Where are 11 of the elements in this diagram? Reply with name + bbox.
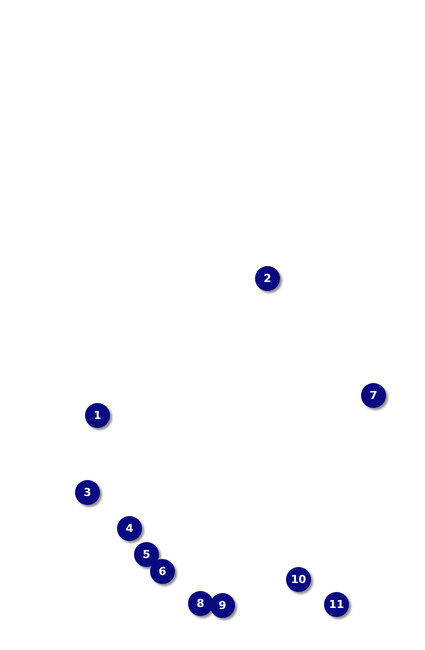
callout-number: 1 xyxy=(85,403,110,428)
callout-number: 5 xyxy=(134,542,159,567)
callout-number: 10 xyxy=(286,567,311,592)
callout-number: 11 xyxy=(324,592,349,617)
callout-number: 2 xyxy=(255,266,280,291)
callout-number: 6 xyxy=(150,559,175,584)
callout-number: 3 xyxy=(75,480,100,505)
callout-number: 8 xyxy=(188,591,213,616)
callout-number: 4 xyxy=(117,516,142,541)
callout-number: 9 xyxy=(210,593,235,618)
callout-number: 7 xyxy=(361,383,386,408)
